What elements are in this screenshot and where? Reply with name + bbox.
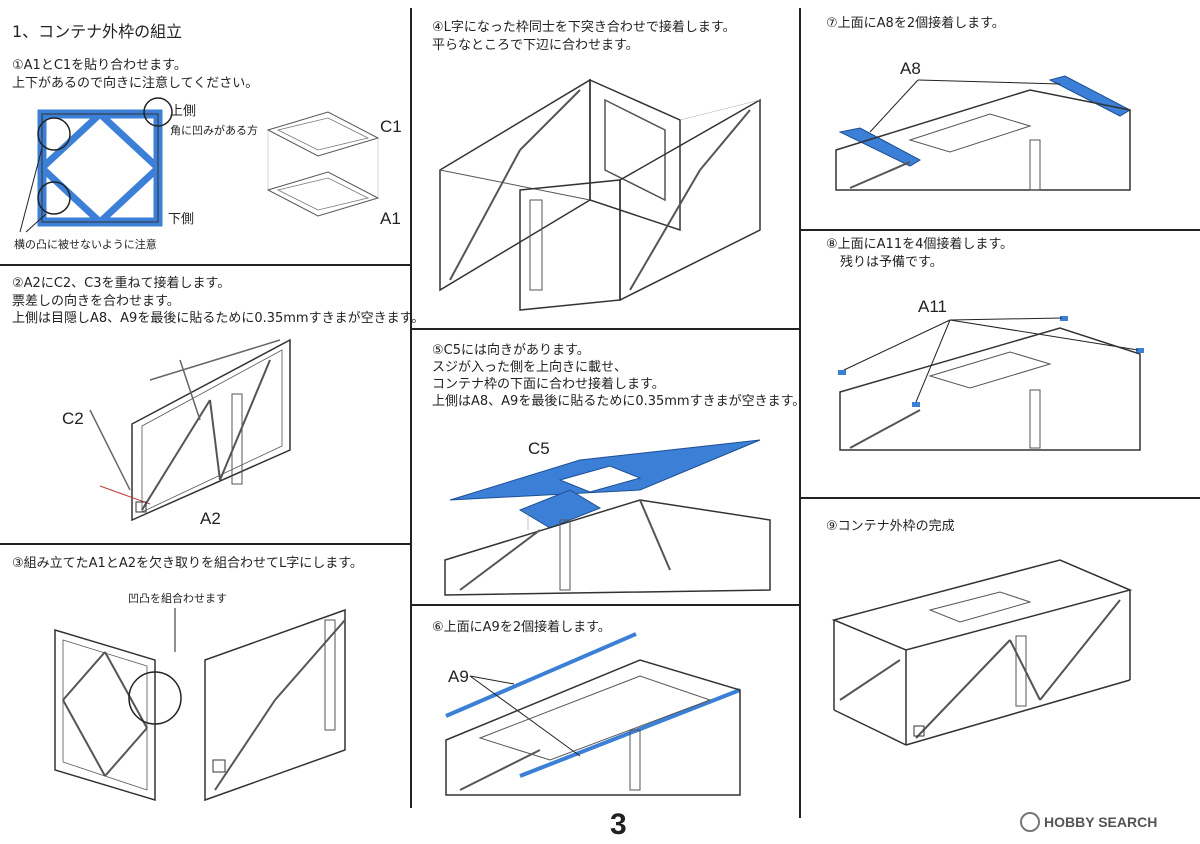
step8-line1: ⑧上面にA11を4個接着します。: [826, 237, 1014, 252]
step2-line2: 票差しの向きを合わせます。: [12, 294, 180, 309]
step2-line1: ②A2にC2、C3を重ねて接着します。: [12, 276, 231, 291]
step5-line4: 上側はA8、A9を最後に貼るために0.35mmすきまが空きます。: [432, 394, 806, 409]
step5-c5-placement-illustration: [444, 439, 771, 596]
step9-completed-container-illustration: [831, 559, 1133, 746]
watermark-text: HOBBY SEARCH: [1044, 814, 1158, 830]
section-divider-5-6: [411, 604, 799, 606]
step4-line2: 平らなところで下辺に合わせます。: [432, 38, 639, 53]
step1-label-bottom: 下側: [168, 212, 195, 227]
step1-label-top-note: 角に凹みがある方: [170, 124, 258, 137]
step1-warning: 横の凸に被せないように注意: [14, 238, 157, 251]
step6-line1: ⑥上面にA9を2個接着します。: [432, 620, 611, 635]
part-label-c1: C1: [380, 117, 402, 136]
part-label-a2: A2: [200, 509, 221, 528]
watermark: HOBBY SEARCH: [1020, 812, 1157, 832]
page-number: 3: [610, 808, 627, 841]
part-label-a8: A8: [900, 59, 921, 78]
step4-line1: ④L字になった枠同士を下突き合わせで接着します。: [432, 20, 736, 35]
step3-line1: ③組み立てたA1とA2を欠き取りを組合わせてL字にします。: [12, 556, 363, 571]
step2-line3: 上側は目隠しA8、A9を最後に貼るために0.35mmすきまが空きます。: [12, 311, 425, 326]
step7-a8-placement-illustration: [835, 75, 1132, 191]
step1-exploded-parts: [266, 111, 380, 217]
step1-line2: 上下があるので向きに注意してください。: [12, 76, 259, 91]
part-label-a9: A9: [448, 667, 469, 686]
step4-assembly-illustration: [439, 78, 761, 311]
section-title: 1、コンテナ外枠の組立: [12, 22, 183, 41]
section-divider-1-2: [0, 264, 410, 266]
step5-line3: コンテナ枠の下面に合わせ接着します。: [432, 377, 665, 392]
step1-line1: ①A1とC1を貼り合わせます。: [12, 58, 187, 73]
step8-line2: 残りは予備です。: [840, 255, 943, 270]
column-divider-1: [410, 8, 412, 808]
step3-l-join-illustration: [54, 608, 346, 802]
part-label-a11: A11: [918, 297, 947, 316]
section-divider-7-8: [800, 229, 1200, 231]
step2-frame-a2-illustration: [89, 338, 291, 522]
part-label-c2: C2: [62, 409, 84, 428]
step5-line1: ⑤C5には向きがあります。: [432, 343, 590, 358]
step8-a11-placement-illustration: [838, 316, 1144, 451]
section-divider-2-3: [0, 543, 410, 545]
section-divider-8-9: [800, 497, 1200, 499]
step5-line2: スジが入った側を上向きに載せ、: [432, 360, 628, 375]
step6-a9-placement-illustration: [445, 632, 741, 796]
part-label-c5: C5: [528, 439, 550, 458]
column-divider-2: [799, 8, 801, 818]
step1-label-top: 上側: [170, 104, 197, 119]
section-divider-4-5: [411, 328, 799, 330]
watermark-logo-icon: [1020, 812, 1040, 832]
part-label-a1: A1: [380, 209, 401, 228]
step3-note: 凹凸を組合わせます: [128, 592, 227, 605]
step7-line1: ⑦上面にA8を2個接着します。: [826, 16, 1005, 31]
step9-line1: ⑨コンテナ外枠の完成: [826, 519, 955, 534]
step1-frame-a1-illustration: [19, 97, 173, 233]
